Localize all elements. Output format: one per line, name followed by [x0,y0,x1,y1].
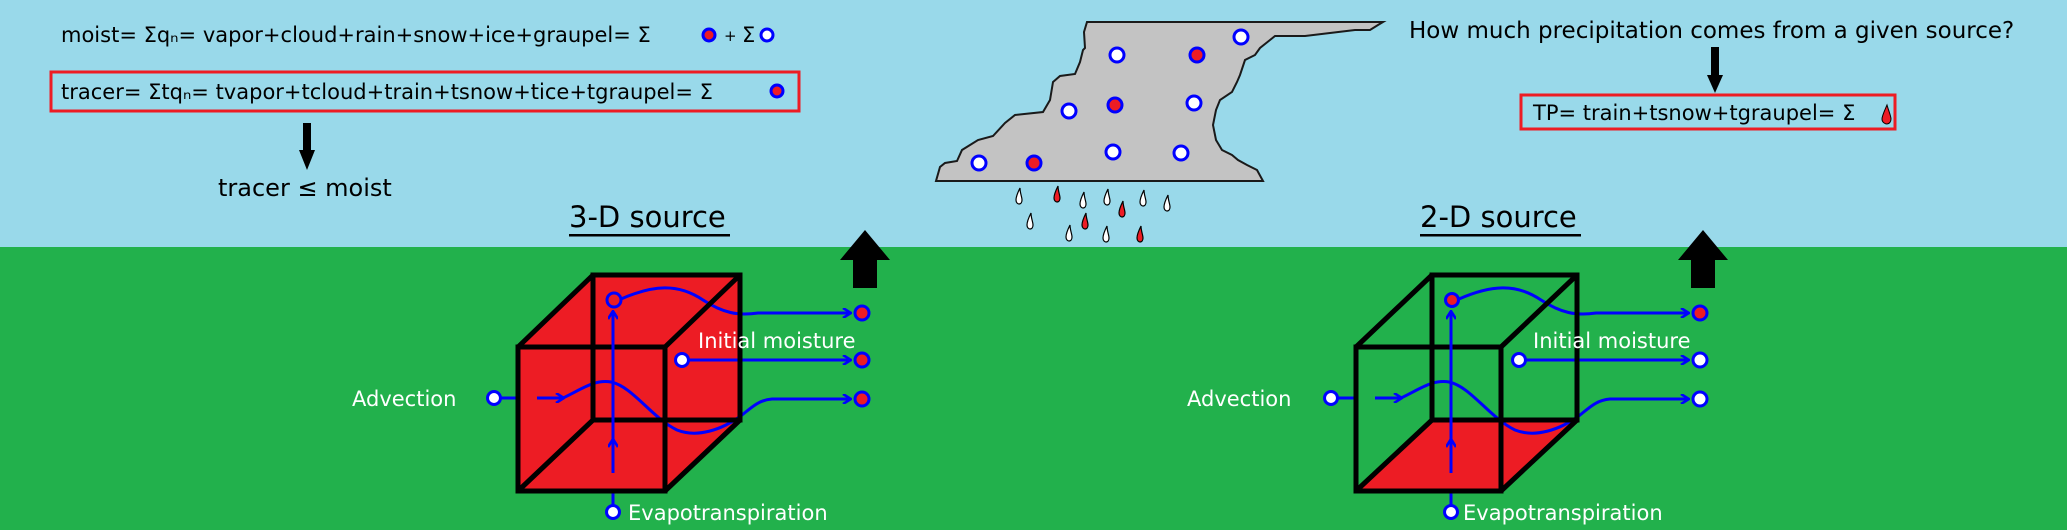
cube-front-face [515,344,668,494]
cube-edge [1499,273,1579,349]
cube-front-face [1353,344,1504,494]
tagged-particle-icon [1106,96,1124,114]
evapotranspiration-label: Evapotranspiration [628,501,828,525]
untagged-particle-icon [1060,102,1078,120]
panel-title-underline [569,234,730,237]
tagged-particle-icon [1691,304,1709,322]
tagged-particle-icon [1444,292,1460,308]
up-arrow-icon [840,230,890,288]
tagged-raindrop-icon [1118,200,1126,218]
tagged-particle-icon [701,27,717,43]
transition-particle-icon [605,291,623,309]
untagged-particle-icon [1104,143,1122,161]
cube-edge [516,273,595,349]
cube-edge [663,273,742,349]
untagged-raindrop-icon [1015,187,1023,205]
up-arrow-icon [1678,230,1728,288]
cube-edge [1354,418,1434,493]
untagged-particle-icon [674,352,690,368]
cloud-outline [934,21,1387,182]
untagged-particle-icon [1691,351,1709,369]
untagged-particle-icon [1443,504,1459,520]
moist-equation-text: moist= Σqₙ= vapor+cloud+rain+snow+ice+gr… [61,23,651,47]
tagged-particle-icon [769,83,785,99]
flow-path-top [620,286,850,314]
tagged-raindrop-icon [1136,225,1144,243]
untagged-raindrop-icon [1026,212,1034,230]
tagged-particle-icon [853,351,871,369]
tagged-raindrop-icon [1881,103,1892,125]
cloud [934,21,1387,243]
advection-label: Advection [352,387,456,411]
flow-path-advection [1400,379,1688,435]
down-arrow-icon [1707,47,1723,93]
untagged-raindrop-icon [1065,224,1073,242]
untagged-particle-icon [1172,144,1190,162]
source-panel-3d: Advection Initial moistureEvapotranspirat… [352,230,890,525]
question-text: How much precipitation comes from a give… [1409,18,2014,44]
untagged-particle-icon [970,154,988,172]
panel-title-2d: 2-D source [1420,200,1577,234]
untagged-particle-icon [1232,28,1250,46]
cube-edge [1499,418,1579,493]
cloud-particles [970,28,1250,172]
panel-title-underline [1420,234,1581,237]
tagged-raindrop-icon [1081,212,1089,230]
untagged-raindrop-icon [1079,191,1087,209]
untagged-raindrop-icon [1139,189,1147,207]
tagged-particle-icon [1025,154,1043,172]
tagged-raindrop-icon [1053,185,1061,203]
untagged-particle-icon [759,27,775,43]
tagged-particle-icon [1188,46,1206,64]
cube-edge [516,418,595,493]
tracer-equation-box: tracer= Σtqₙ= tvapor+tcloud+train+tsnow+… [49,70,801,113]
initial-moisture-label: Initial moisture [698,329,856,353]
source-panel-2d: Advection Initial moistureEvapotranspirat… [1187,230,1728,525]
untagged-raindrop-icon [1102,225,1110,243]
tracer-equation-text: tracer= Σtqₙ= tvapor+tcloud+train+tsnow+… [61,80,713,104]
untagged-particle-icon [486,390,502,406]
tracer-equation-border [49,70,801,113]
tagged-particle-icon [853,304,871,322]
raindrops [1015,185,1171,243]
moist-equation: moist= Σqₙ= vapor+cloud+rain+snow+ice+gr… [61,23,775,47]
evapotranspiration-label: Evapotranspiration [1463,501,1663,525]
tagged-particle-icon [853,390,871,408]
untagged-particle-icon [1691,390,1709,408]
initial-moisture-label: Initial moisture [1533,329,1691,353]
flow-path-advection [562,379,850,435]
sigma-symbol: Σ [742,23,755,47]
inequality-text: tracer ≤ moist [218,174,392,202]
tp-equation-box: TP= train+tsnow+tgraupel= Σ [1519,93,1897,131]
untagged-raindrop-icon [1103,188,1111,206]
untagged-particle-icon [605,504,621,520]
untagged-raindrop-icon [1163,194,1171,212]
tp-equation-border [1519,93,1897,131]
down-arrow-icon [299,123,315,170]
flow-path-top [1458,286,1688,314]
untagged-particle-icon [1323,390,1339,406]
plus-sign: + [724,27,737,45]
panel-title-3d: 3-D source [569,200,726,234]
cube-edge [663,418,742,493]
cube-edge [1354,273,1434,349]
ground-background [0,247,2067,530]
advection-label: Advection [1187,387,1291,411]
untagged-particle-icon [1108,46,1126,64]
untagged-particle-icon [1511,352,1527,368]
tp-equation-text: TP= train+tsnow+tgraupel= Σ [1532,101,1855,125]
untagged-particle-icon [1185,94,1203,112]
source-surface [1356,420,1577,491]
